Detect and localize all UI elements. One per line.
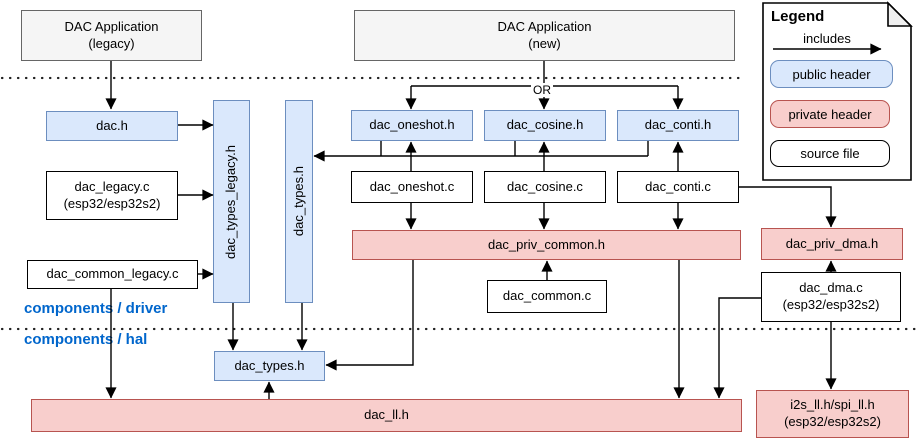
edge-dac_dma_c-to-dac_ll_h xyxy=(713,297,761,399)
node-label: dac_cosine.h xyxy=(506,117,584,133)
node-dac-common-c: dac_common.c xyxy=(487,280,607,313)
node-dac-types-h-hal: dac_types.h xyxy=(214,351,325,381)
node-dac-conti-c: dac_conti.c xyxy=(617,171,739,203)
node-dac-ll-h: dac_ll.h xyxy=(31,399,742,432)
section-label-components-hal: components / hal xyxy=(24,331,148,348)
legend-fold-corner xyxy=(887,1,913,27)
node-label: dac_dma.c xyxy=(799,280,863,296)
node-i2s-ll-spi-ll: i2s_ll.h/spi_ll.h (esp32/esp32s2) xyxy=(756,390,909,438)
node-dac-application-new: DAC Application (new) xyxy=(354,10,735,61)
node-dac-dma-c: dac_dma.c (esp32/esp32s2) xyxy=(761,272,901,322)
node-sublabel: (new) xyxy=(528,35,561,51)
node-sublabel: (legacy) xyxy=(88,35,135,51)
node-sublabel: (esp32/esp32s2) xyxy=(782,297,880,312)
node-label: DAC Application xyxy=(497,18,592,34)
node-label: dac_common_legacy.c xyxy=(46,266,179,282)
node-label: DAC Application xyxy=(64,18,159,34)
node-label: dac_cosine.c xyxy=(507,178,583,194)
node-label: dac_common.c xyxy=(502,288,592,304)
node-label: dac_types.h xyxy=(234,357,305,373)
node-dac-legacy-c: dac_legacy.c (esp32/esp32s2) xyxy=(46,171,178,220)
node-dac-priv-dma-h: dac_priv_dma.h xyxy=(761,228,903,260)
node-label: dac_oneshot.h xyxy=(369,117,455,133)
node-label: dac_ll.h xyxy=(364,407,409,423)
node-label: dac_types_legacy.h xyxy=(223,144,239,259)
node-dac-types-legacy-h: dac_types_legacy.h xyxy=(213,100,250,303)
legend-title: Legend xyxy=(771,8,825,25)
node-dac-oneshot-h: dac_oneshot.h xyxy=(351,110,473,141)
node-label: dac.h xyxy=(96,117,128,133)
node-sublabel: (esp32/esp32s2) xyxy=(784,414,881,429)
node-sublabel: (esp32/esp32s2) xyxy=(63,195,161,211)
node-label: dac_priv_dma.h xyxy=(785,235,879,251)
node-dac-application-legacy: DAC Application (legacy) xyxy=(21,10,202,61)
node-dac-cosine-h: dac_cosine.h xyxy=(484,110,606,141)
legend-item-label: private header xyxy=(788,106,872,122)
edge-dac_conti_c-to-dac_priv_dma_h xyxy=(739,186,837,228)
legend-includes-label: includes xyxy=(803,31,851,46)
node-label: dac_types.h xyxy=(290,166,306,237)
legend-swatch-public-header: public header xyxy=(770,60,893,88)
edge-dac_priv_common_h-to-dac_types_h_hal xyxy=(325,260,414,371)
node-dac-oneshot-c: dac_oneshot.c xyxy=(351,171,473,203)
section-label-components-driver: components / driver xyxy=(24,300,168,317)
node-dac-conti-h: dac_conti.h xyxy=(617,110,739,141)
node-dac-common-legacy-c: dac_common_legacy.c xyxy=(27,260,198,289)
legend-swatch-private-header: private header xyxy=(770,100,890,128)
node-label: dac_conti.c xyxy=(645,178,711,194)
node-dac-h: dac.h xyxy=(46,111,178,141)
node-label: dac_oneshot.c xyxy=(369,178,455,194)
node-dac-priv-common-h: dac_priv_common.h xyxy=(352,230,741,260)
legend-item-label: public header xyxy=(792,66,871,82)
node-label: i2s_ll.h/spi_ll.h xyxy=(790,397,875,413)
node-dac-types-h-driver: dac_types.h xyxy=(285,100,313,303)
legend-item-label: source file xyxy=(800,146,860,161)
node-label: dac_legacy.c xyxy=(74,178,150,194)
or-label: OR xyxy=(531,83,553,97)
node-label: dac_priv_common.h xyxy=(487,236,606,252)
legend-swatch-source-file: source file xyxy=(770,140,890,167)
node-label: dac_conti.h xyxy=(644,117,712,133)
node-dac-cosine-c: dac_cosine.c xyxy=(484,171,606,203)
